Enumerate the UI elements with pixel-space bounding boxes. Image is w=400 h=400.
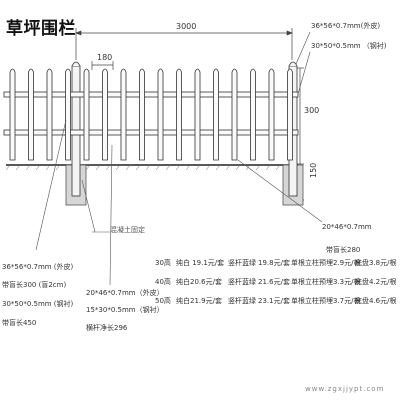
pricing-row-3-single: 单根立柱预埋3.7元/根 (291, 297, 361, 305)
pricing-row-3-rod: 竖杆蓝绿 (228, 297, 256, 305)
callout-left-outer: 36*56*0.7mm (外皮) (2, 263, 74, 271)
callout-cap-280: 带盲长280 (326, 246, 361, 254)
picket (65, 68, 71, 161)
callout-mid-outer: 20*46*0.7mm（外皮） (86, 289, 164, 297)
pricing-row-3-spacing: 50高 (155, 297, 171, 305)
callout-left-cap-300: 带盲长300 (盲2cm) (2, 281, 67, 289)
picket (231, 68, 238, 161)
watermark: www.zgxjjypt.com (305, 385, 385, 393)
height-label: 300 (304, 106, 320, 115)
picket (28, 68, 34, 161)
callout-concrete: 混凝土固定 (110, 226, 145, 234)
picket (213, 68, 219, 161)
rails (3, 91, 299, 136)
ground-hatch (5, 164, 281, 171)
callout-left-cap-450: 带盲长450 (2, 319, 37, 327)
total-width-dimension (75, 28, 293, 60)
pricing-row-1-single: 单根立柱预埋2.9元/根 (291, 259, 361, 267)
callout-picket-spec: 20*46*0.7mm (322, 223, 372, 231)
pickets (9, 68, 293, 161)
picket (268, 68, 275, 161)
picket-spacing-dimension (91, 61, 114, 70)
pricing-row-1-spacing: 30高 (155, 259, 171, 267)
pricing-row-3-white: 纯白21.9元/套 (176, 297, 222, 305)
pricing-row-2-base: 底盘4.2元/根 (355, 278, 397, 286)
picket (194, 68, 201, 161)
pricing-row-3-base: 底盘4.6元/根 (355, 297, 397, 305)
pricing-row-1-base: 底盘3.8元/根 (355, 259, 397, 267)
pricing-row-1-rod: 竖杆蓝绿 (228, 259, 256, 267)
picket (120, 68, 127, 161)
total-width-label: 3000 (176, 22, 197, 31)
callout-left-inner: 30*50*0.5mm (钢衬) (2, 300, 74, 308)
picket (83, 68, 90, 161)
pricing-row-2-spacing: 40高 (155, 278, 171, 286)
picket (9, 68, 16, 161)
callout-top-rail-outer: 36*56*0.7mm(外皮) (311, 22, 381, 30)
picket (176, 68, 182, 161)
pricing-row-2-single: 单根立柱预埋3.3元/根 (291, 278, 361, 286)
picket (46, 68, 53, 161)
pricing-row-1-white: 纯白 19.1元/套 (176, 259, 225, 267)
pricing-row-2-rod: 竖杆蓝绿 (228, 278, 256, 286)
picket (102, 68, 108, 161)
pricing-row-2-white: 纯白20.6元/套 (176, 278, 222, 286)
callout-top-rail-inner: 30*50*0.5mm （钢衬) (311, 42, 387, 50)
callout-mid-rail-length: 横杆净长296 (86, 324, 128, 332)
picket (139, 68, 145, 161)
pricing-row-3-rod-price: 23.1元/套 (258, 297, 290, 305)
pricing-row-2-rod-price: 21.6元/套 (258, 278, 290, 286)
pricing-row-1-rod-price: 19.8元/套 (258, 259, 290, 267)
callout-mid-inner: 15*30*0.5mm（钢衬） (86, 306, 164, 314)
picket (157, 68, 164, 161)
page-title: 草坪围栏 (6, 19, 76, 39)
picket (287, 68, 293, 161)
picket-spacing-label: 180 (97, 53, 113, 62)
picket (250, 68, 256, 161)
